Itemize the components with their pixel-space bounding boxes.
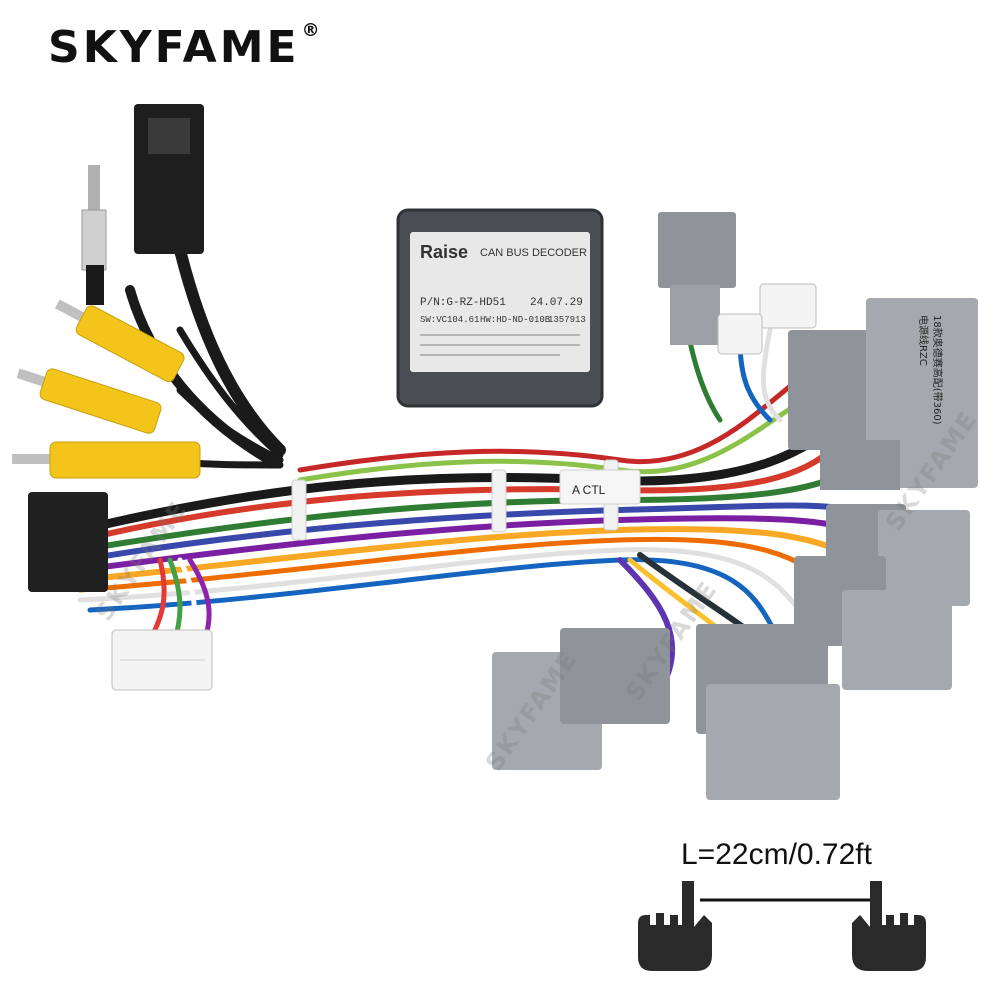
pointing-hand-left-icon: [638, 881, 712, 971]
decoder-sw: SW:VC104.61: [420, 315, 479, 325]
usb-connector: [134, 104, 204, 254]
white-mini-plug: [759, 283, 817, 329]
grey-connectors-bottom: [492, 624, 840, 800]
brand-name: SKYFAME: [48, 22, 300, 73]
decoder-hw: HW:HD-ND-010B: [480, 315, 551, 325]
actl-tag: A CTL: [559, 469, 641, 505]
rca-plugs: [12, 299, 201, 479]
grey-connectors-right: [794, 504, 970, 690]
grey-connector-small: [658, 212, 736, 345]
can-bus-decoder: Raise CAN BUS DECODER P/N:G-RZ-HD51 24.0…: [396, 208, 604, 408]
white-mini-plug: [717, 313, 763, 355]
decoder-date: 24.07.29: [530, 297, 583, 309]
grey-connector-large: 18款奥德赛高配(带360) 电源线RZC: [788, 298, 978, 490]
black-connector: [28, 492, 108, 592]
decoder-brand: Raise: [420, 242, 468, 262]
connector-label-line2: 电源线RZC: [917, 315, 930, 366]
brand-logo: SKYFAME®: [48, 20, 320, 73]
antenna-plug: [81, 165, 107, 305]
actl-tag-text: A CTL: [572, 483, 606, 497]
registered-mark: ®: [301, 20, 320, 42]
length-label: L=22cm/0.72ft: [681, 838, 872, 871]
decoder-pn: P/N:G-RZ-HD51: [420, 297, 506, 309]
decoder-title: CAN BUS DECODER: [480, 247, 587, 259]
white-plug: [111, 629, 213, 691]
connector-label-line1: 18款奥德赛高配(带360): [931, 315, 944, 425]
pointing-hand-right-icon: [852, 881, 926, 971]
decoder-serial: 1357913: [548, 315, 586, 325]
